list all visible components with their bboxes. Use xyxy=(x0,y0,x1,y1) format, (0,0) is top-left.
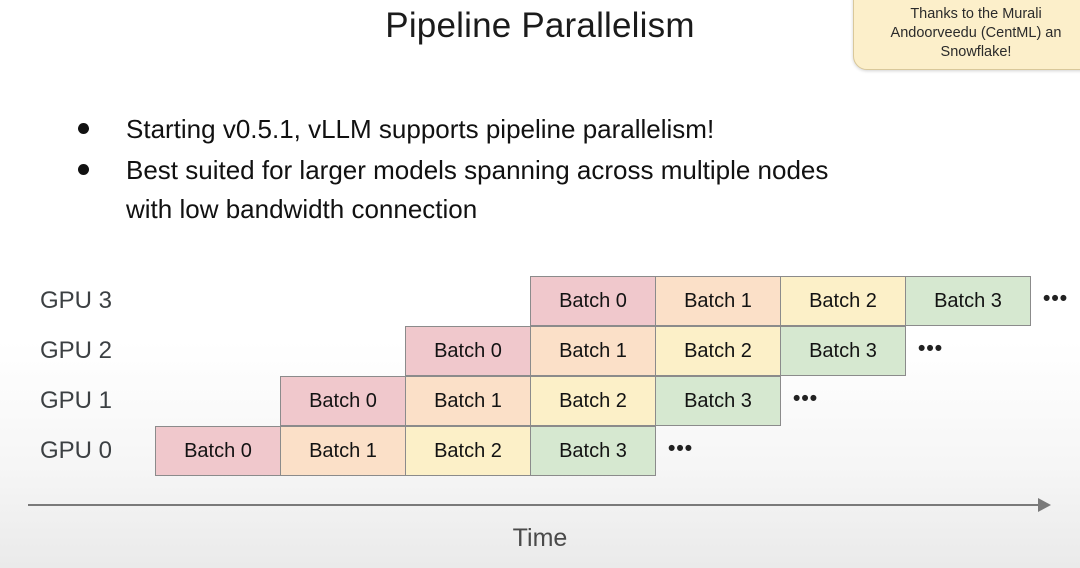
row-ellipsis-icon: ••• xyxy=(668,437,694,460)
list-item: Best suited for larger models spanning a… xyxy=(78,151,1038,229)
row-ellipsis-icon: ••• xyxy=(1043,287,1069,310)
gpu-row-label: GPU 0 xyxy=(40,437,113,464)
batch-cell: Batch 2 xyxy=(405,426,531,476)
batch-cell: Batch 2 xyxy=(530,376,656,426)
bullet-list: Starting v0.5.1, vLLM supports pipeline … xyxy=(78,110,1038,231)
time-axis-label: Time xyxy=(512,524,568,552)
batch-cell: Batch 1 xyxy=(655,276,781,326)
list-item: Starting v0.5.1, vLLM supports pipeline … xyxy=(78,110,1038,149)
gpu-row-label: GPU 2 xyxy=(40,337,113,364)
gpu-row-label: GPU 3 xyxy=(40,287,113,314)
time-axis-line xyxy=(28,504,1040,506)
page-title: Pipeline Parallelism xyxy=(385,6,695,45)
batch-cell: Batch 1 xyxy=(280,426,406,476)
batch-cell: Batch 2 xyxy=(655,326,781,376)
batch-cell: Batch 0 xyxy=(530,276,656,326)
row-ellipsis-icon: ••• xyxy=(918,337,944,360)
time-axis-arrow-icon xyxy=(1038,498,1051,512)
row-ellipsis-icon: ••• xyxy=(793,387,819,410)
batch-cell: Batch 1 xyxy=(530,326,656,376)
batch-cell: Batch 0 xyxy=(155,426,281,476)
bullet-dot-icon xyxy=(78,164,89,175)
batch-cell: Batch 2 xyxy=(780,276,906,326)
gpu-row-label: GPU 1 xyxy=(40,387,113,414)
batch-cell: Batch 1 xyxy=(405,376,531,426)
batch-cell: Batch 3 xyxy=(780,326,906,376)
bullet-text: Best suited for larger models spanning a… xyxy=(126,155,829,224)
bullet-text: Starting v0.5.1, vLLM supports pipeline … xyxy=(126,114,715,144)
bullet-dot-icon xyxy=(78,123,89,134)
sticky-note-thanks: Thanks to the Murali Andoorveedu (CentML… xyxy=(853,0,1080,70)
batch-cell: Batch 3 xyxy=(905,276,1031,326)
batch-cell: Batch 0 xyxy=(405,326,531,376)
batch-cell: Batch 0 xyxy=(280,376,406,426)
batch-cell: Batch 3 xyxy=(655,376,781,426)
batch-cell: Batch 3 xyxy=(530,426,656,476)
